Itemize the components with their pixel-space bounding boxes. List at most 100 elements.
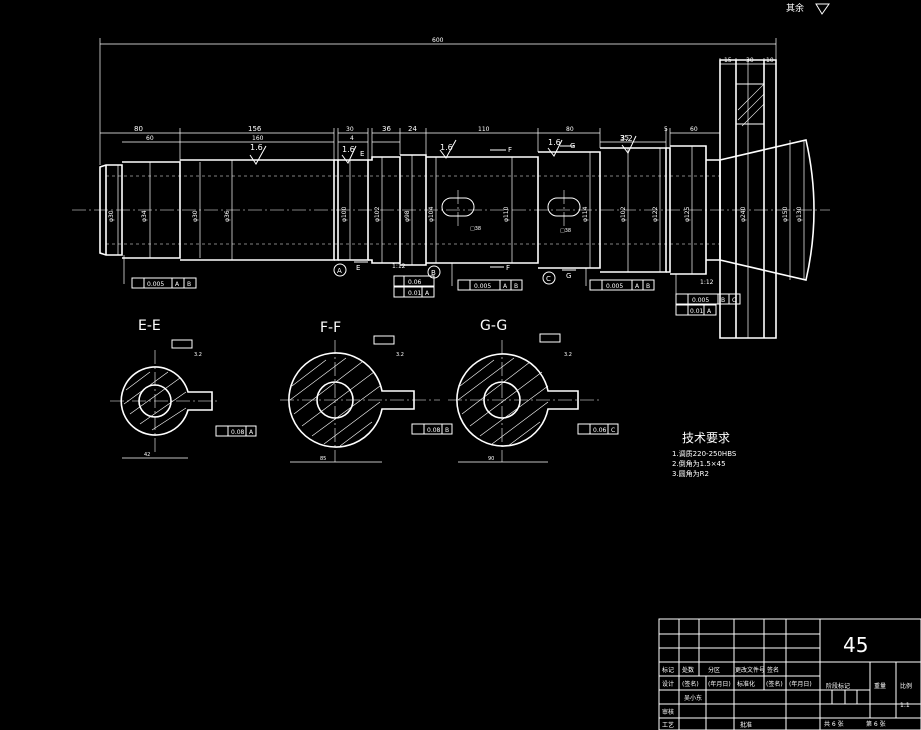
diameter-label: φ104 <box>428 206 435 222</box>
svg-text:重量: 重量 <box>874 682 886 690</box>
diameter-label: φ36 <box>224 210 231 222</box>
tech-req-item: 1.调质220-250HBS <box>672 449 737 458</box>
technical-requirements: 技术要求 1.调质220-250HBS 2.倒角为1.5×45 3.圆角为R2 <box>672 431 737 478</box>
tech-req-item: 3.圆角为R2 <box>672 469 709 478</box>
diameter-label: φ98 <box>404 210 411 222</box>
svg-text:E-E: E-E <box>138 318 161 334</box>
svg-text:(签名): (签名) <box>682 680 699 688</box>
svg-text:设计: 设计 <box>662 680 674 688</box>
tolerance-frame: 0.005 A B <box>585 268 655 291</box>
dim-4: 4 <box>350 135 354 142</box>
svg-text:B: B <box>445 427 449 434</box>
svg-text:B: B <box>514 283 518 290</box>
shaft-main-view: 600 80 60 156 160 30 4 36 24 110 80 35 5… <box>72 37 830 339</box>
svg-text:E: E <box>356 264 360 272</box>
section-g-g: G-G 3.2 0.06 C 90 <box>448 318 619 463</box>
diameter-label: φ102 <box>620 206 627 222</box>
svg-text:E: E <box>360 150 364 158</box>
svg-text:A: A <box>337 267 342 275</box>
tech-req-title: 技术要求 <box>682 431 730 445</box>
tolerance-frame: 0.06 0.01 A <box>393 275 435 298</box>
dim-35: 35 <box>620 134 629 142</box>
svg-text:B: B <box>187 281 191 288</box>
svg-text:0.005: 0.005 <box>606 283 623 290</box>
diameter-label: φ34 <box>141 210 148 222</box>
roughness-symbol-icon <box>815 3 830 15</box>
dim-30: 30 <box>346 126 354 133</box>
svg-text:C: C <box>611 427 615 434</box>
svg-text:G: G <box>566 272 571 280</box>
diameter-label: φ125 <box>684 206 691 222</box>
section-cut-marks: E E F F G G <box>354 142 576 280</box>
svg-text:0.005: 0.005 <box>474 283 491 290</box>
tolerance-frame: 0.005 A B <box>451 263 523 291</box>
svg-text:0.06: 0.06 <box>408 279 422 286</box>
svg-text:3.2: 3.2 <box>194 352 202 358</box>
svg-text:批准: 批准 <box>740 721 752 729</box>
svg-text:1.6: 1.6 <box>342 145 355 154</box>
svg-text:0.06: 0.06 <box>593 427 607 434</box>
svg-text:阶段标记: 阶段标记 <box>826 682 850 690</box>
diameter-label: φ240 <box>740 206 747 222</box>
svg-text:0.08: 0.08 <box>427 427 441 434</box>
svg-text:分区: 分区 <box>708 666 720 674</box>
slot-dim: □38 <box>470 226 481 232</box>
svg-text:更改文件号: 更改文件号 <box>735 666 765 674</box>
svg-text:处数: 处数 <box>682 666 694 674</box>
slot-dim: □38 <box>560 228 571 234</box>
svg-text:工艺: 工艺 <box>662 721 674 729</box>
diameter-label: φ130 <box>796 206 803 222</box>
dim-36: 36 <box>382 125 391 133</box>
svg-text:C: C <box>546 275 551 283</box>
taper-note: 1:12 <box>392 263 406 270</box>
diameter-label: φ150 <box>782 206 789 222</box>
svg-text:吴小东: 吴小东 <box>684 694 702 702</box>
svg-text:第 6 张: 第 6 张 <box>866 720 886 728</box>
svg-text:C: C <box>732 297 736 304</box>
tolerance-frame: 0.005 A B <box>123 255 197 289</box>
svg-text:0.01: 0.01 <box>690 308 704 315</box>
svg-text:审核: 审核 <box>662 708 674 716</box>
tolerance-frame: 0.005 B C 0.01 A <box>675 274 741 316</box>
section-f-f: F-F 3.2 0.08 B 85 <box>280 320 453 463</box>
dim-156: 156 <box>248 125 262 133</box>
diameter-label: φ114 <box>582 206 589 222</box>
svg-text:A: A <box>707 308 712 315</box>
svg-text:F-F: F-F <box>320 320 341 336</box>
svg-text:0.005: 0.005 <box>147 281 164 288</box>
overall-length: 600 <box>432 37 444 44</box>
dim-24: 24 <box>408 125 417 133</box>
dim-160: 160 <box>252 135 264 142</box>
dim-60b: 60 <box>690 126 698 133</box>
diameter-label: φ30 <box>192 210 199 222</box>
diameter-label: φ122 <box>652 206 659 222</box>
dim-80: 80 <box>134 125 143 133</box>
svg-text:比例: 比例 <box>900 682 912 690</box>
svg-text:(签名): (签名) <box>766 680 783 688</box>
diameter-label: φ100 <box>341 206 348 222</box>
svg-text:标准化: 标准化 <box>737 680 755 688</box>
svg-text:1.6: 1.6 <box>250 143 263 152</box>
svg-text:A: A <box>635 283 640 290</box>
svg-text:B: B <box>431 269 436 277</box>
diameter-label: φ102 <box>374 206 381 222</box>
svg-text:F: F <box>508 146 512 154</box>
svg-text:签名: 签名 <box>767 666 779 674</box>
roughness-marks: 1.6 1.6 1.6 3.2 1.6 <box>249 134 637 165</box>
dim-80b: 80 <box>566 126 574 133</box>
section-e-e: E-E 3.2 0.08 A 42 <box>110 318 257 459</box>
datum-markers: A B C <box>333 263 556 285</box>
svg-text:(年月日): (年月日) <box>789 680 812 688</box>
svg-text:90: 90 <box>488 456 494 462</box>
svg-text:A: A <box>249 429 254 436</box>
material-label: 45 <box>843 633 868 657</box>
svg-text:标记: 标记 <box>662 666 674 674</box>
svg-text:A: A <box>503 283 508 290</box>
svg-text:1:1: 1:1 <box>900 702 910 709</box>
svg-text:0.01: 0.01 <box>408 290 422 297</box>
svg-text:A: A <box>175 281 180 288</box>
svg-text:共 6 张: 共 6 张 <box>824 720 844 728</box>
dim-60: 60 <box>146 135 154 142</box>
svg-text:1.6: 1.6 <box>548 138 561 147</box>
svg-text:G-G: G-G <box>480 318 507 334</box>
